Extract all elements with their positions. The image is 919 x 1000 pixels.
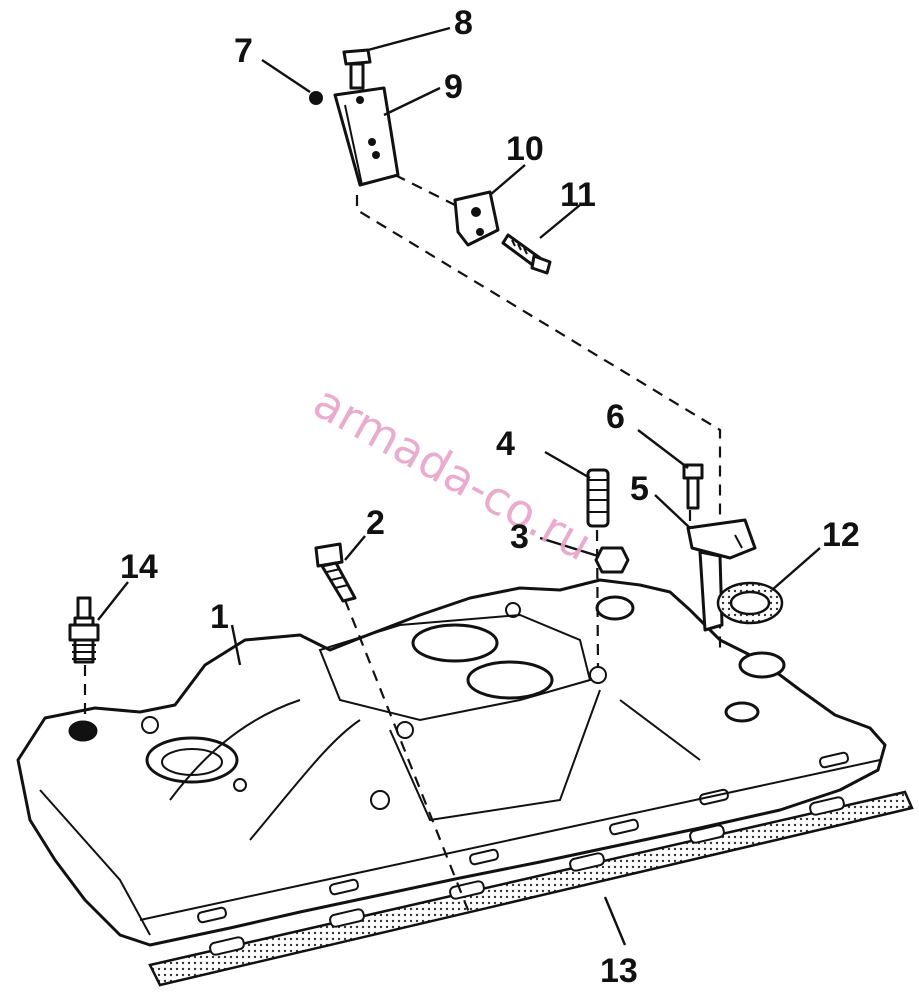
callout-11: 11 [560,176,596,214]
callout-1: 1 [210,598,229,636]
cable-clip [453,190,500,247]
upper-bolt [342,48,372,90]
intake-gasket [148,790,914,987]
callout-2: 2 [366,504,385,542]
callout-3: 3 [510,518,529,556]
seal-ring [716,581,784,625]
callout-8: 8 [454,4,473,42]
stud [586,468,610,528]
callout-13: 13 [600,952,638,990]
assembly-lines [83,174,722,916]
callout-10: 10 [506,130,544,168]
callout-12: 12 [822,516,860,554]
ball [309,91,323,105]
callout-7: 7 [234,32,253,70]
callout-14: 14 [120,548,158,586]
intake-manifold [16,578,887,947]
callout-6: 6 [606,398,625,436]
upper-bracket [333,86,400,187]
callout-4: 4 [496,425,515,463]
callout-9: 9 [444,68,463,106]
callout-labels: 1 2 3 4 5 6 7 8 9 10 11 12 13 14 [120,4,860,990]
nut [594,546,630,574]
callout-5: 5 [630,470,649,508]
sensor-fitting [68,596,100,664]
manifold-bolt [314,542,357,603]
watermark: armada-co.ru [305,374,601,571]
leader-lines [97,26,821,946]
throttle-bracket [686,518,757,632]
bracket-bolt [682,463,704,510]
clip-screw [501,233,552,275]
